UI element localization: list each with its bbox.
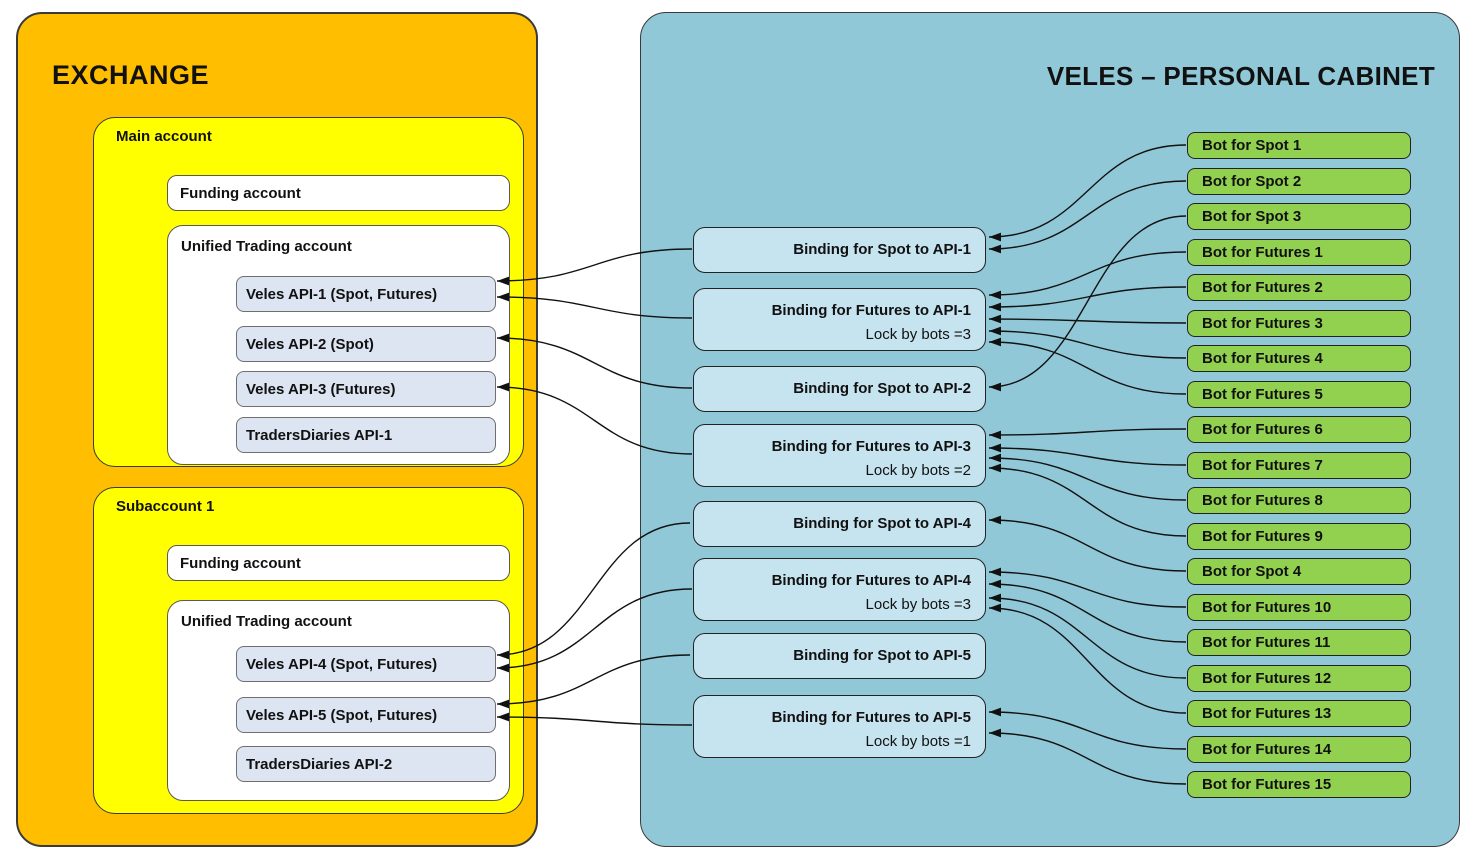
bot-futures-5-label: Bot for Futures 5 [1202, 386, 1323, 403]
bot-spot-2-box: Bot for Spot 2 [1187, 168, 1411, 195]
bot-futures-10-box: Bot for Futures 10 [1187, 594, 1411, 621]
binding-futures-api5-box: Binding for Futures to API-5 Lock by bot… [693, 695, 986, 758]
bot-futures-2-label: Bot for Futures 2 [1202, 279, 1323, 296]
bot-futures-11-box: Bot for Futures 11 [1187, 629, 1411, 656]
bot-futures-4-box: Bot for Futures 4 [1187, 345, 1411, 372]
main-unified-trading-box: Unified Trading account Veles API-1 (Spo… [167, 225, 510, 465]
bot-futures-13-box: Bot for Futures 13 [1187, 700, 1411, 727]
main-funding-account-label: Funding account [180, 184, 301, 202]
veles-api4-box: Veles API-4 (Spot, Futures) [236, 646, 496, 682]
binding-futures-api4-box: Binding for Futures to API-4 Lock by bot… [693, 558, 986, 621]
binding-futures-api3-lock: Lock by bots =2 [865, 462, 971, 479]
sub-funding-account-label: Funding account [180, 554, 301, 572]
main-account-group: Main account Funding account Unified Tra… [93, 117, 524, 467]
tradersdiaries-api1-box: TradersDiaries API-1 [236, 417, 496, 453]
bot-spot-4-label: Bot for Spot 4 [1202, 563, 1302, 580]
bot-spot-1-label: Bot for Spot 1 [1202, 137, 1302, 154]
binding-futures-api1-lock: Lock by bots =3 [865, 326, 971, 343]
bot-futures-12-label: Bot for Futures 12 [1202, 670, 1332, 687]
binding-spot-api1-label: Binding for Spot to API-1 [793, 241, 971, 258]
bot-futures-10-label: Bot for Futures 10 [1202, 599, 1332, 616]
bot-futures-14-label: Bot for Futures 14 [1202, 741, 1332, 758]
bot-futures-8-label: Bot for Futures 8 [1202, 492, 1323, 509]
bot-futures-13-label: Bot for Futures 13 [1202, 705, 1332, 722]
cabinet-title: VELES – PERSONAL CABINET [1046, 61, 1435, 91]
bot-futures-1-box: Bot for Futures 1 [1187, 239, 1411, 266]
veles-api5-label: Veles API-5 (Spot, Futures) [246, 706, 438, 724]
exchange-title: EXCHANGE [52, 60, 210, 90]
binding-futures-api4-label: Binding for Futures to API-4 [771, 572, 971, 589]
bot-futures-1-label: Bot for Futures 1 [1202, 244, 1323, 261]
bot-spot-1-box: Bot for Spot 1 [1187, 132, 1411, 159]
veles-api1-label: Veles API-1 (Spot, Futures) [246, 285, 438, 303]
binding-spot-api5-label: Binding for Spot to API-5 [793, 647, 971, 664]
binding-spot-api4-label: Binding for Spot to API-4 [793, 515, 971, 532]
veles-api5-box: Veles API-5 (Spot, Futures) [236, 697, 496, 733]
bot-futures-3-box: Bot for Futures 3 [1187, 310, 1411, 337]
bot-spot-3-box: Bot for Spot 3 [1187, 203, 1411, 230]
bot-futures-3-label: Bot for Futures 3 [1202, 315, 1323, 332]
subaccount-label: Subaccount 1 [116, 498, 215, 515]
bot-futures-12-box: Bot for Futures 12 [1187, 665, 1411, 692]
bot-futures-7-box: Bot for Futures 7 [1187, 452, 1411, 479]
bot-futures-6-label: Bot for Futures 6 [1202, 421, 1323, 438]
binding-futures-api1-box: Binding for Futures to API-1 Lock by bot… [693, 288, 986, 351]
main-unified-trading-label: Unified Trading account [181, 238, 352, 255]
binding-futures-api5-label: Binding for Futures to API-5 [771, 709, 971, 726]
binding-futures-api3-label: Binding for Futures to API-3 [771, 438, 971, 455]
sub-unified-trading-box: Unified Trading account Veles API-4 (Spo… [167, 600, 510, 801]
bot-futures-6-box: Bot for Futures 6 [1187, 416, 1411, 443]
sub-funding-account-box: Funding account [167, 545, 510, 581]
tradersdiaries-api1-label: TradersDiaries API-1 [246, 426, 393, 444]
main-funding-account-box: Funding account [167, 175, 510, 211]
cabinet-panel: VELES – PERSONAL CABINET Binding for Spo… [640, 12, 1460, 847]
bot-futures-15-label: Bot for Futures 15 [1202, 776, 1332, 793]
binding-futures-api1-label: Binding for Futures to API-1 [771, 302, 971, 319]
veles-api1-box: Veles API-1 (Spot, Futures) [236, 276, 496, 312]
bot-futures-4-label: Bot for Futures 4 [1202, 350, 1323, 367]
binding-spot-api2-box: Binding for Spot to API-2 [693, 366, 986, 412]
exchange-panel: EXCHANGE Main account Funding account Un… [16, 12, 538, 847]
binding-spot-api1-box: Binding for Spot to API-1 [693, 227, 986, 273]
main-account-label: Main account [116, 128, 212, 145]
veles-api2-label: Veles API-2 (Spot) [246, 335, 374, 353]
tradersdiaries-api2-box: TradersDiaries API-2 [236, 746, 496, 782]
binding-spot-api2-label: Binding for Spot to API-2 [793, 380, 971, 397]
bot-spot-4-box: Bot for Spot 4 [1187, 558, 1411, 585]
veles-api2-box: Veles API-2 (Spot) [236, 326, 496, 362]
bot-spot-3-label: Bot for Spot 3 [1202, 208, 1302, 225]
bot-spot-2-label: Bot for Spot 2 [1202, 173, 1302, 190]
bot-futures-2-box: Bot for Futures 2 [1187, 274, 1411, 301]
binding-spot-api5-box: Binding for Spot to API-5 [693, 633, 986, 679]
veles-api4-label: Veles API-4 (Spot, Futures) [246, 655, 438, 673]
veles-api3-label: Veles API-3 (Futures) [246, 380, 396, 398]
bot-futures-14-box: Bot for Futures 14 [1187, 736, 1411, 763]
tradersdiaries-api2-label: TradersDiaries API-2 [246, 755, 393, 773]
bot-futures-5-box: Bot for Futures 5 [1187, 381, 1411, 408]
bot-futures-15-box: Bot for Futures 15 [1187, 771, 1411, 798]
bot-futures-8-box: Bot for Futures 8 [1187, 487, 1411, 514]
binding-futures-api3-box: Binding for Futures to API-3 Lock by bot… [693, 424, 986, 487]
sub-unified-trading-label: Unified Trading account [181, 613, 352, 630]
binding-futures-api5-lock: Lock by bots =1 [865, 733, 971, 750]
bot-futures-7-label: Bot for Futures 7 [1202, 457, 1323, 474]
binding-spot-api4-box: Binding for Spot to API-4 [693, 501, 986, 547]
bot-futures-11-label: Bot for Futures 11 [1202, 634, 1331, 651]
veles-api3-box: Veles API-3 (Futures) [236, 371, 496, 407]
bot-futures-9-box: Bot for Futures 9 [1187, 523, 1411, 550]
binding-futures-api4-lock: Lock by bots =3 [865, 596, 971, 613]
subaccount-group: Subaccount 1 Funding account Unified Tra… [93, 487, 524, 814]
bot-futures-9-label: Bot for Futures 9 [1202, 528, 1323, 545]
